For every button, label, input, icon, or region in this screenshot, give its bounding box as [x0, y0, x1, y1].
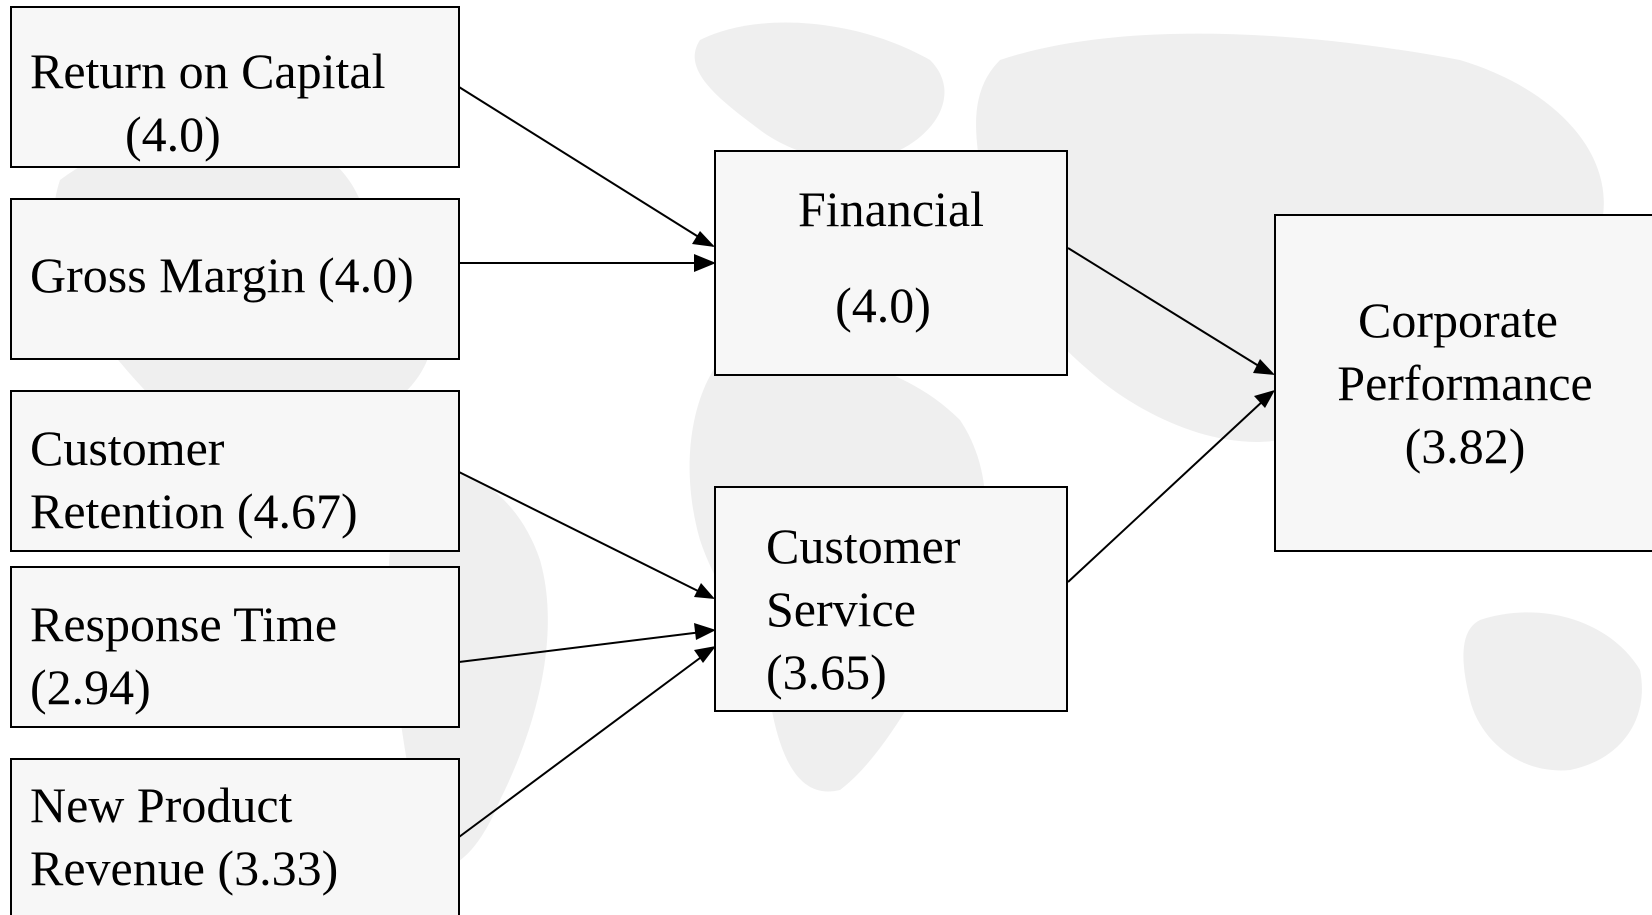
node-corporate-performance: Corporate Performance (3.82): [1274, 214, 1652, 552]
arrow-service-to-corporate-head: [1254, 390, 1275, 408]
node-financial-label: Financial (4.0): [716, 178, 1066, 337]
node-customer-retention: Customer Retention (4.67): [10, 390, 460, 552]
label-line: Performance: [1337, 355, 1593, 411]
arrow-response-to-service: [458, 631, 703, 663]
node-response-time: Response Time (2.94): [10, 566, 460, 728]
label-line: Revenue (3.33): [30, 840, 339, 896]
label-line: Return on Capital: [30, 43, 386, 99]
label-line: New Product: [30, 777, 293, 833]
node-gross-margin: Gross Margin (4.0): [10, 198, 460, 360]
label-line: Financial: [797, 181, 985, 237]
node-new-product-revenue: New Product Revenue (3.33): [10, 758, 460, 915]
label-line: (3.65): [766, 644, 887, 700]
label-line: (3.82): [1404, 418, 1526, 474]
arrow-roc-to-financial-head: [692, 231, 715, 247]
node-corporate-performance-label: Corporate Performance (3.82): [1276, 289, 1652, 478]
label-line: (2.94): [30, 659, 151, 715]
arrow-roc-to-financial: [458, 86, 714, 247]
arrow-financial-to-corporate-head: [1253, 359, 1275, 375]
node-return-on-capital-label: Return on Capital (4.0): [30, 40, 386, 166]
arrow-response-to-service-head: [694, 623, 716, 640]
label-line: Retention (4.67): [30, 483, 358, 539]
node-financial: Financial (4.0): [714, 150, 1068, 376]
node-customer-service: Customer Service (3.65): [714, 486, 1068, 712]
label-line: Response Time: [30, 596, 338, 652]
arrow-financial-to-corporate: [1067, 247, 1263, 369]
label-line: Service: [766, 581, 916, 637]
node-customer-service-label: Customer Service (3.65): [766, 515, 960, 704]
arrow-npr-to-service-head: [694, 646, 716, 663]
node-customer-retention-label: Customer Retention (4.67): [30, 417, 358, 543]
label-line: Corporate: [1358, 292, 1558, 348]
node-new-product-revenue-label: New Product Revenue (3.33): [30, 774, 338, 900]
node-return-on-capital: Return on Capital (4.0): [10, 6, 460, 168]
label-line: (4.0): [125, 106, 221, 162]
label-line: Customer: [766, 518, 961, 574]
label-line: (4.0): [835, 277, 931, 333]
arrow-retention-to-service-head: [694, 583, 715, 599]
label-line: Customer: [30, 420, 225, 476]
arrow-gm-to-financial-head: [694, 254, 716, 272]
arrow-npr-to-service: [458, 654, 705, 838]
arrow-retention-to-service: [458, 471, 701, 593]
node-gross-margin-label: Gross Margin (4.0): [30, 244, 414, 307]
label-line: Gross Margin (4.0): [30, 247, 414, 303]
node-response-time-label: Response Time (2.94): [30, 593, 337, 719]
arrow-service-to-corporate: [1067, 399, 1265, 583]
